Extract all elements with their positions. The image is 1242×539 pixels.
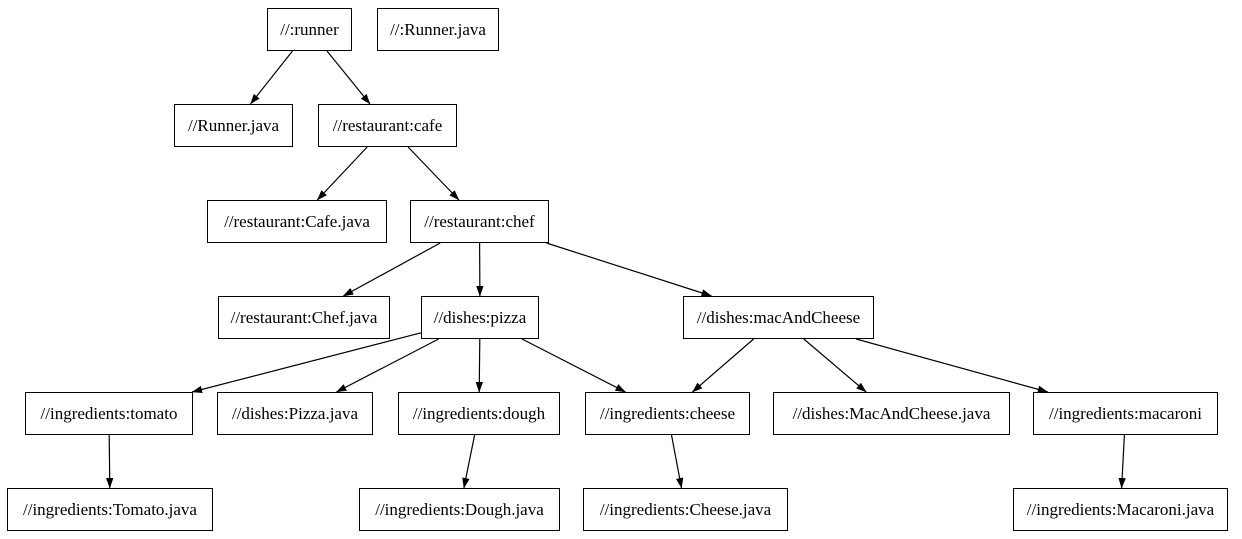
edge-chef-to-chef-java [342,242,441,297]
node-dough-java: //ingredients:Dough.java [359,488,560,531]
node-tomato-java: //ingredients:Tomato.java [7,488,213,531]
edge-mac-and-cheese-to-cheese [692,338,754,393]
node-label: //restaurant:Cafe.java [224,212,370,231]
edge-runner-to-cafe [326,50,371,105]
node-runner-java: //Runner.java [174,104,293,147]
edge-cafe-to-chef [407,146,460,201]
node-label: //dishes:MacAndCheese.java [792,404,991,423]
node-mac-and-cheese: //dishes:macAndCheese [683,296,874,339]
node-pizza: //dishes:pizza [421,296,539,339]
edge-tomato-to-tomato-java [105,434,114,489]
node-label: //ingredients:Cheese.java [599,500,772,519]
node-label: //ingredients:cheese [599,404,735,423]
node-label: //ingredients:dough [412,404,546,423]
edge-pizza-to-pizza-java [335,338,439,393]
node-runner: //:runner [267,8,352,51]
edge-cheese-to-cheese-java [670,434,684,489]
edge-mac-and-cheese-to-mac-and-cheese-java [803,338,867,393]
node-chef: //restaurant:chef [410,200,549,243]
node-label: //dishes:pizza [433,308,527,327]
edge-mac-and-cheese-to-macaroni [856,338,1049,393]
node-chef-java: //restaurant:Chef.java [218,296,390,339]
edge-runner-to-runner-java [250,50,293,105]
edge-cafe-to-cafe-java [316,146,368,201]
node-label: //dishes:macAndCheese [696,308,861,327]
node-runner-java-target: //:Runner.java [377,8,499,51]
node-label: //ingredients:Macaroni.java [1026,500,1215,519]
node-label: //:Runner.java [390,20,486,39]
node-label: //ingredients:Tomato.java [23,500,197,519]
node-label: //restaurant:Chef.java [230,308,378,327]
node-label: //:runner [280,20,339,39]
node-label: //Runner.java [187,116,280,135]
node-label: //ingredients:Dough.java [375,500,544,519]
node-cheese: //ingredients:cheese [585,392,750,435]
edge-pizza-to-dough [475,338,484,393]
node-label: //ingredients:macaroni [1049,404,1202,423]
node-label: //ingredients:tomato [40,404,178,423]
node-cafe: //restaurant:cafe [318,104,457,147]
edge-dough-to-dough-java [462,434,476,489]
node-mac-and-cheese-java: //dishes:MacAndCheese.java [773,392,1010,435]
node-label: //dishes:Pizza.java [231,404,359,423]
node-cafe-java: //restaurant:Cafe.java [207,200,387,243]
node-dough: //ingredients:dough [398,392,560,435]
node-tomato: //ingredients:tomato [25,392,193,435]
node-label: //restaurant:cafe [332,116,443,135]
node-cheese-java: //ingredients:Cheese.java [583,488,788,531]
node-label: //restaurant:chef [424,212,535,231]
node-macaroni-java: //ingredients:Macaroni.java [1013,488,1228,531]
edge-pizza-to-cheese [521,338,626,393]
edge-pizza-to-tomato [191,332,422,394]
edge-macaroni-to-macaroni-java [1118,434,1126,489]
node-macaroni: //ingredients:macaroni [1033,392,1218,435]
node-pizza-java: //dishes:Pizza.java [217,392,373,435]
edge-chef-to-mac-and-cheese [546,242,712,297]
